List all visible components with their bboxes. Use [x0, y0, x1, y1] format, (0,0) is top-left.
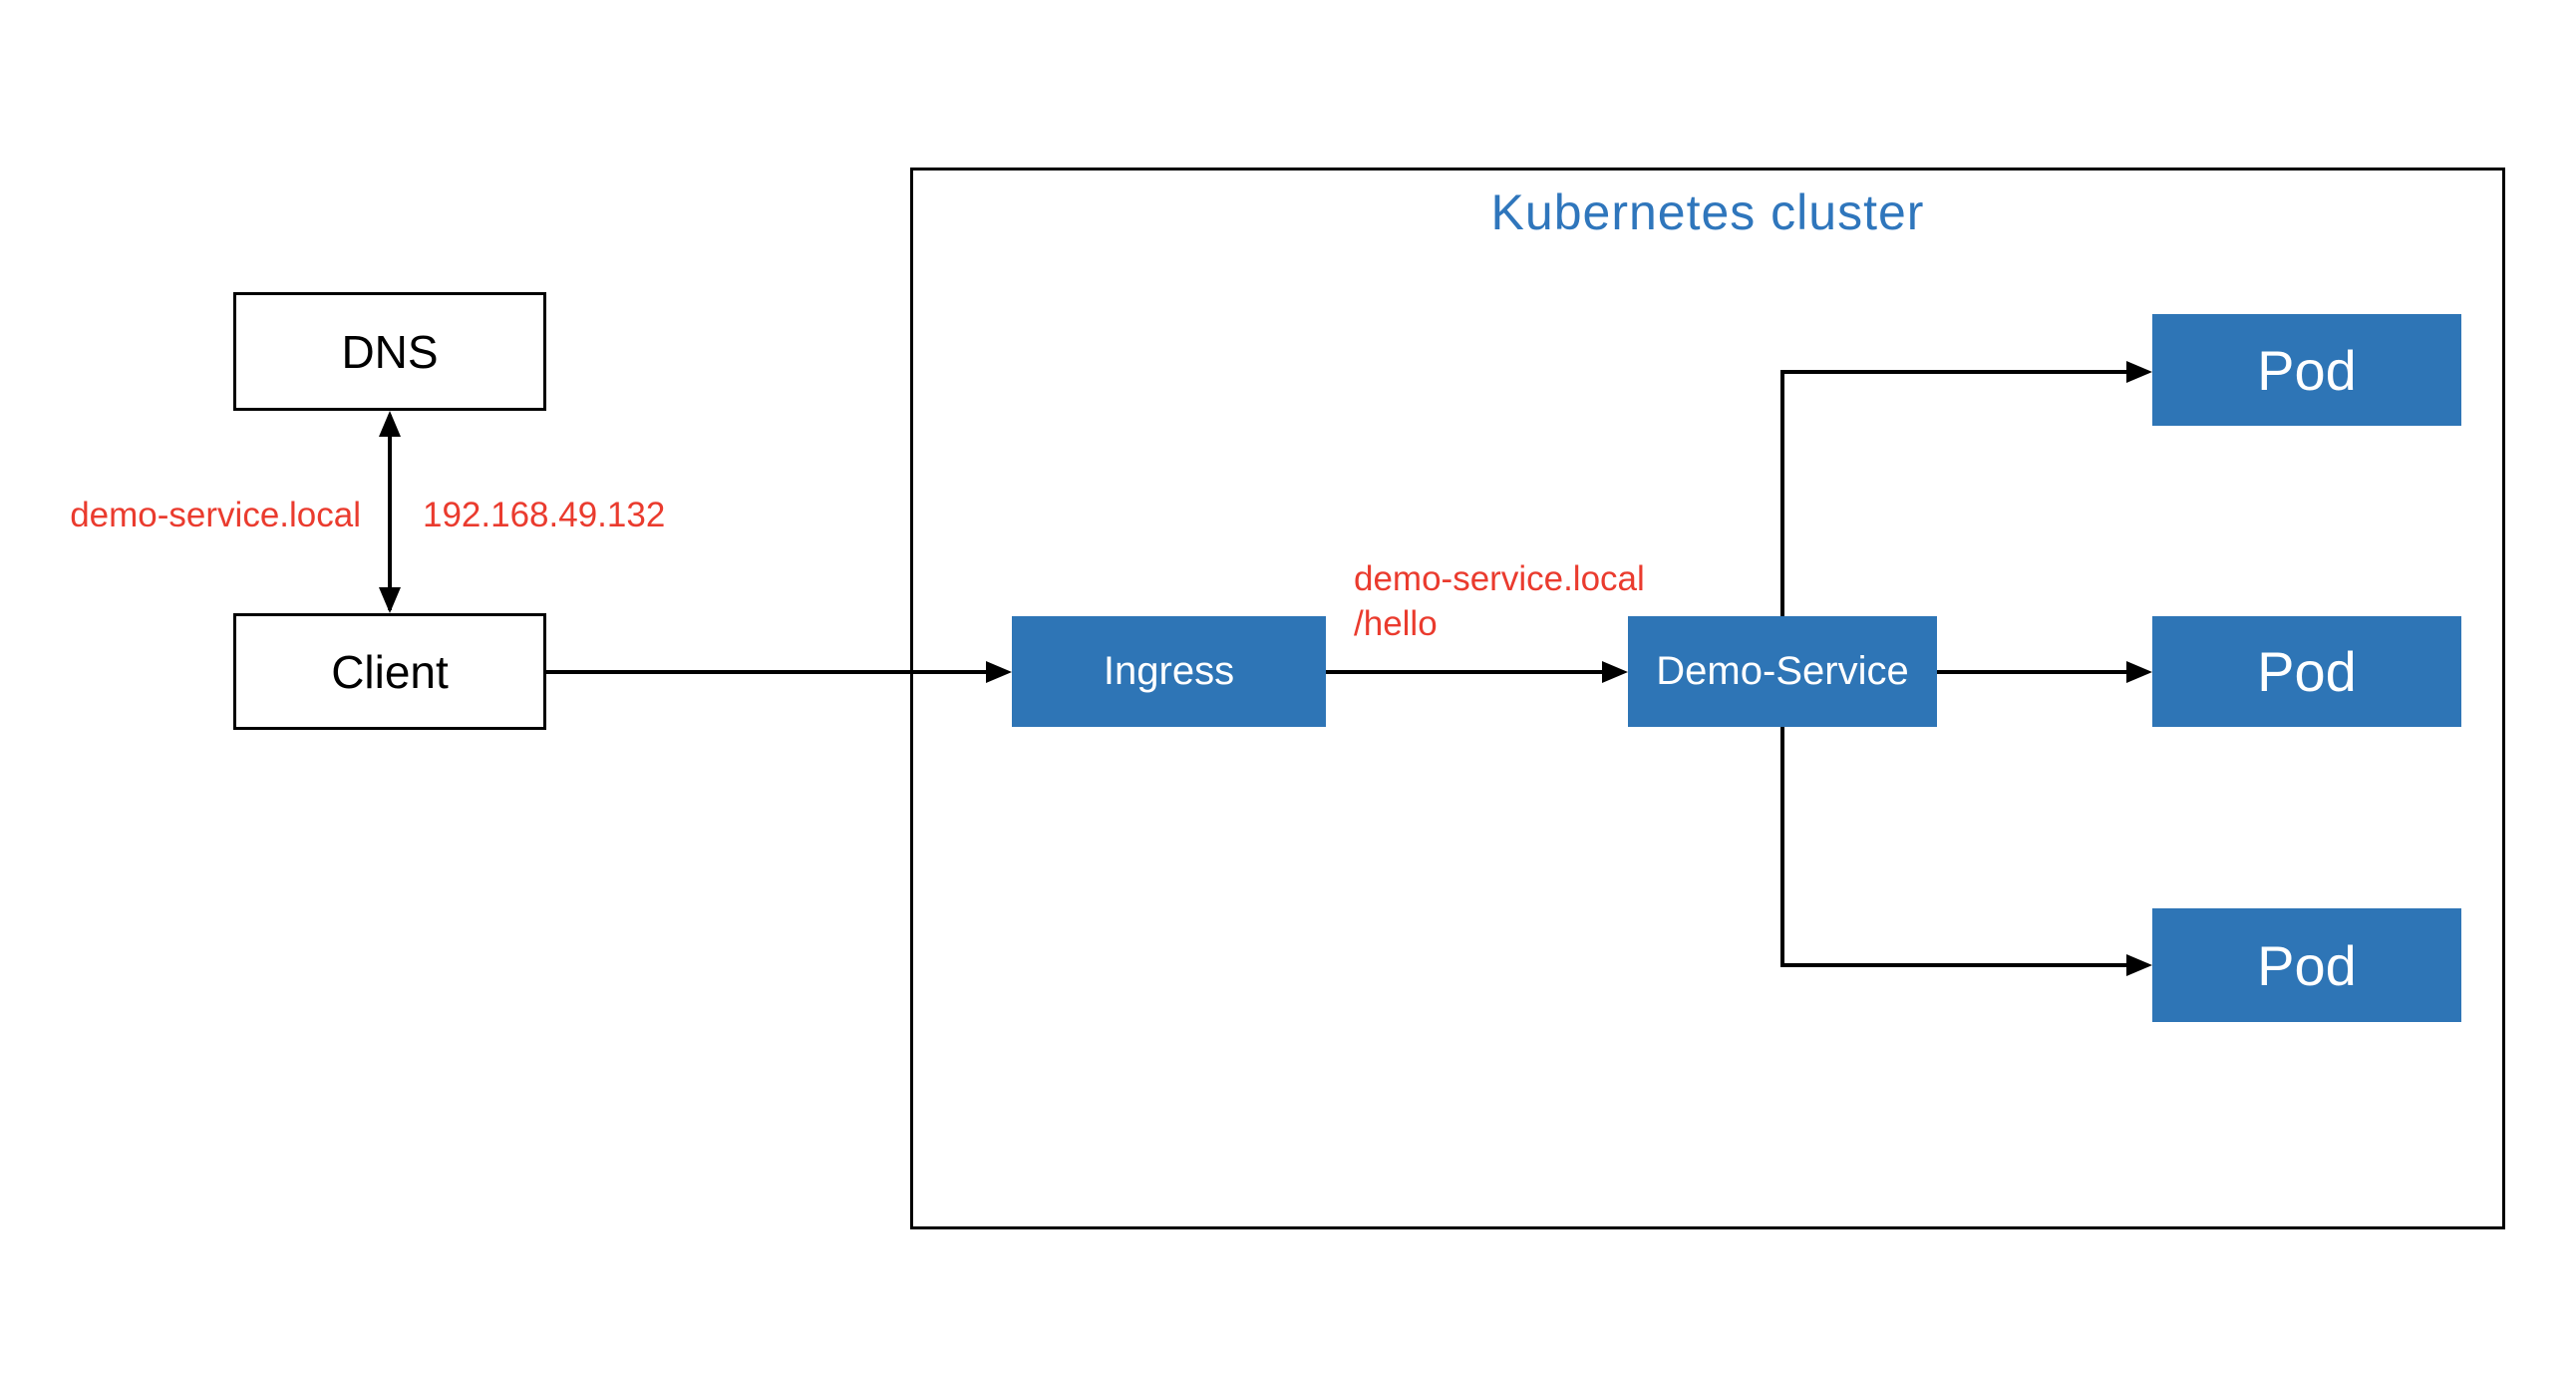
edge-label-ingress-route: demo-service.local /hello	[1354, 556, 1645, 646]
node-client: Client	[233, 613, 546, 730]
node-dns-label: DNS	[341, 325, 439, 378]
node-pod-2: Pod	[2152, 616, 2461, 727]
arrowhead-to-pod-3-icon	[2126, 954, 2152, 976]
arrowhead-to-client-icon	[379, 587, 401, 613]
node-ingress: Ingress	[1012, 616, 1326, 727]
node-demo-service-label: Demo-Service	[1656, 649, 1909, 693]
node-demo-service: Demo-Service	[1628, 616, 1937, 727]
arrowhead-to-demo-service-icon	[1602, 661, 1628, 683]
edge-demo-service-pod1-branch	[1780, 370, 2128, 374]
edge-label-dns-query: demo-service.local	[70, 496, 361, 534]
arrowhead-to-pod-2-icon	[2126, 661, 2152, 683]
node-pod-3: Pod	[2152, 908, 2461, 1022]
node-dns: DNS	[233, 292, 546, 411]
node-pod-2-label: Pod	[2257, 640, 2357, 703]
arrowhead-to-ingress-icon	[986, 661, 1012, 683]
node-client-label: Client	[331, 645, 449, 698]
edge-label-ingress-route-host: demo-service.local	[1354, 559, 1645, 598]
node-pod-3-label: Pod	[2257, 933, 2357, 997]
edge-label-ingress-route-path: /hello	[1354, 604, 1438, 643]
arrowhead-to-dns-icon	[379, 411, 401, 437]
arrowhead-to-pod-1-icon	[2126, 361, 2152, 383]
node-pod-1-label: Pod	[2257, 338, 2357, 402]
kubernetes-cluster-boundary	[910, 168, 2505, 1229]
edge-ingress-demo-service-line	[1326, 670, 1608, 674]
edge-dns-client-line	[388, 415, 392, 610]
edge-demo-service-pod1-trunk	[1780, 372, 1784, 616]
cluster-title: Kubernetes cluster	[1490, 184, 1925, 240]
edge-client-ingress-line	[546, 670, 990, 674]
edge-demo-service-pod3-trunk	[1780, 727, 1784, 967]
edge-label-dns-answer: 192.168.49.132	[423, 496, 666, 534]
edge-demo-service-pod2-line	[1937, 670, 2128, 674]
node-pod-1: Pod	[2152, 314, 2461, 426]
edge-demo-service-pod3-branch	[1780, 963, 2128, 967]
node-ingress-label: Ingress	[1103, 649, 1235, 693]
